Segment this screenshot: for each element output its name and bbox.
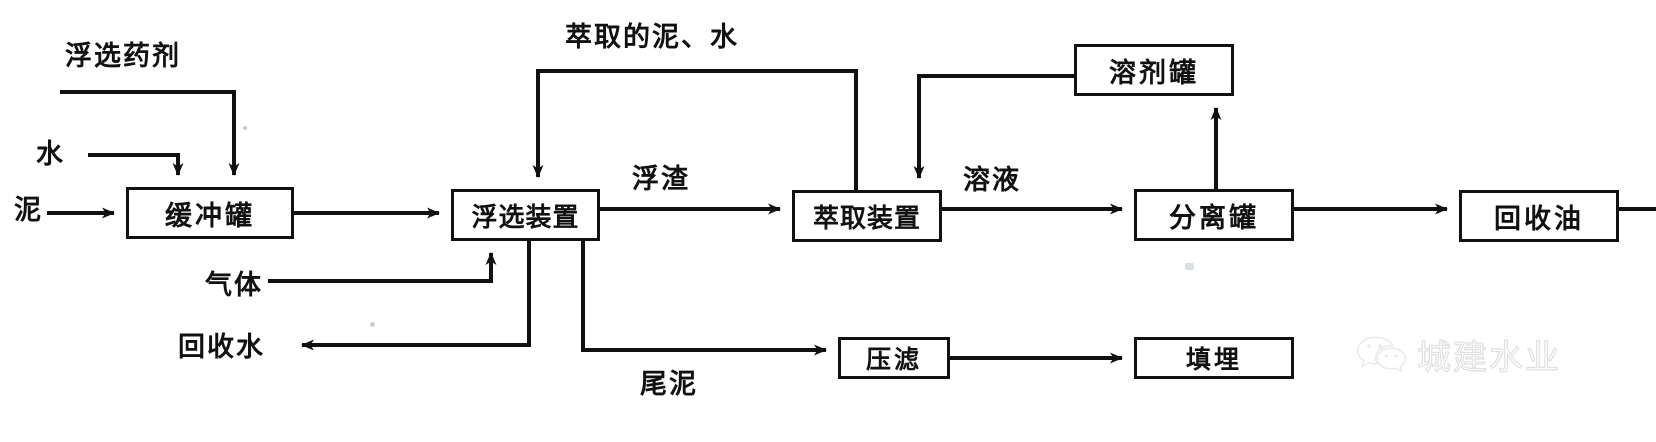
node-landfill[interactable]: 填埋 [1134,337,1294,379]
edge-extraction-to-flotation [532,69,858,190]
node-label-press-filter: 压滤 [865,347,922,374]
node-label-extraction-unit: 萃取装置 [812,203,921,233]
io-label-recovered-water: 回收水 [178,332,265,362]
scan-speck [243,126,247,130]
scan-speck [370,322,375,327]
io-label-sludge-input: 泥 [14,195,43,225]
node-label-recovered-oil: 回收油 [1494,203,1584,234]
node-press-filter[interactable]: 压滤 [838,337,950,379]
node-solvent-tank[interactable]: 溶剂罐 [1074,44,1234,96]
node-label-buffer-tank: 缓冲罐 [165,200,255,231]
io-label-flotation-reagent: 浮选药剂 [65,41,181,71]
edge-gas-to-flotation [268,252,497,283]
edge-reagent-to-buffer [60,90,240,176]
edge-label-extracted-mud-water: 萃取的泥、水 [565,22,739,52]
node-label-separation-tank: 分离罐 [1169,202,1259,233]
node-separation-tank[interactable]: 分离罐 [1134,189,1294,241]
node-label-solvent-tank: 溶剂罐 [1109,57,1199,88]
edge-label-tail-mud: 尾泥 [640,369,698,399]
edge-flotation-to-recovered-water [301,241,531,351]
edge-solvent-to-extraction [913,74,1074,179]
node-label-flotation-unit: 浮选装置 [471,202,580,232]
node-extraction-unit[interactable]: 萃取装置 [792,190,942,242]
edge-flotation-to-pressfilter [581,241,827,356]
node-flotation-unit[interactable]: 浮选装置 [451,189,600,241]
io-label-water-input: 水 [36,139,65,169]
node-label-landfill: 填埋 [1185,347,1242,374]
edge-label-solution: 溶液 [963,165,1021,195]
io-label-gas-input: 气体 [205,270,263,300]
scan-speck [1185,263,1194,270]
edge-water-to-buffer [88,153,184,176]
edge-label-float-slag: 浮渣 [632,164,690,194]
node-recovered-oil[interactable]: 回收油 [1459,190,1619,242]
node-buffer-tank[interactable]: 缓冲罐 [126,187,294,239]
